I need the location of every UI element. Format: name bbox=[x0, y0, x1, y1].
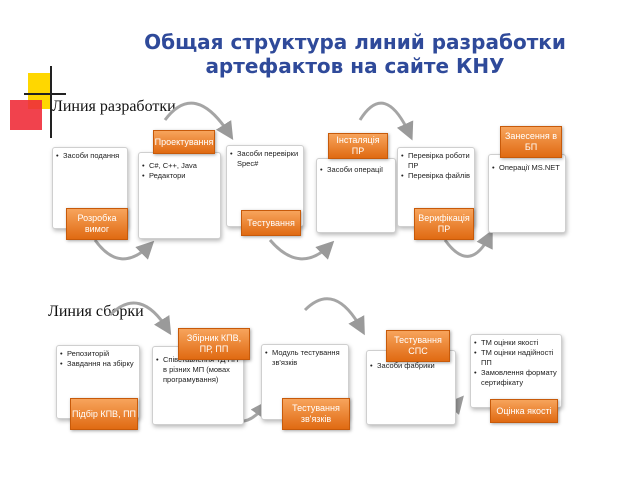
decor-red-square bbox=[10, 100, 42, 130]
arrow-dev-5 bbox=[443, 229, 493, 258]
dev-card-2: C#, C++, Java Редактори bbox=[138, 152, 221, 239]
arrow-dev-3 bbox=[268, 239, 335, 261]
page-title: Общая структура линий разработки артефак… bbox=[144, 30, 566, 78]
arrow-asm-3 bbox=[303, 297, 365, 336]
list-item: C#, C++, Java bbox=[142, 161, 217, 171]
dev-tag-1: Розробка вимог bbox=[66, 208, 128, 240]
dev-tag-4: Інсталяція ПР bbox=[328, 133, 388, 159]
dev-tag-6: Занесення в БП bbox=[500, 126, 562, 158]
list-item: Засоби подання bbox=[56, 151, 124, 161]
dev-tag-2: Проектування bbox=[153, 130, 215, 154]
asm-tag-5: Оцінка якості bbox=[490, 399, 558, 423]
asm-tag-4: Тестування СПС bbox=[386, 330, 450, 362]
list-item: Завдання на збірку bbox=[60, 359, 136, 369]
list-item: Операції MS.NET bbox=[492, 163, 562, 173]
section-label-development: Линия разработки bbox=[52, 98, 176, 115]
dev-card-4: Засоби операції bbox=[316, 158, 396, 233]
asm-card-4: Засоби фабрики bbox=[366, 350, 456, 425]
arrow-dev-2 bbox=[163, 101, 234, 141]
list-item: Замовлення формату сертифікату bbox=[474, 368, 558, 388]
asm-tag-1: Підбір КПВ, ПП bbox=[70, 398, 138, 430]
list-item: Засоби операції bbox=[320, 165, 392, 175]
list-item: Модуль тестування зв'язків bbox=[265, 348, 345, 368]
asm-tag-2: Збірник КПВ, ПР, ПП bbox=[178, 328, 250, 360]
list-item: ТМ оцінки надійності ПП bbox=[474, 348, 558, 368]
list-item: Перевірка роботи ПР bbox=[401, 151, 471, 171]
list-item: Репозиторій bbox=[60, 349, 136, 359]
list-item: Засоби фабрики bbox=[370, 361, 452, 371]
arrow-asm-1 bbox=[108, 301, 172, 336]
dev-tag-3: Тестування bbox=[241, 210, 301, 236]
list-item: Засоби перевірки Spec# bbox=[230, 149, 300, 169]
asm-tag-3: Тестування зв'язків bbox=[282, 398, 350, 430]
arrow-dev-4 bbox=[358, 101, 414, 141]
list-item: ТМ оцінки якості bbox=[474, 338, 558, 348]
dev-tag-5: Верифікація ПР bbox=[414, 208, 474, 240]
decor-horizontal-line bbox=[24, 93, 66, 95]
list-item: Редактори bbox=[142, 171, 217, 181]
dev-card-6: Операції MS.NET bbox=[488, 154, 566, 233]
list-item: Перевірка файлів bbox=[401, 171, 471, 181]
asm-card-5: ТМ оцінки якості ТМ оцінки надійності ПП… bbox=[470, 334, 562, 408]
decor-vertical-line bbox=[50, 66, 52, 138]
arrow-dev-1 bbox=[93, 239, 155, 261]
